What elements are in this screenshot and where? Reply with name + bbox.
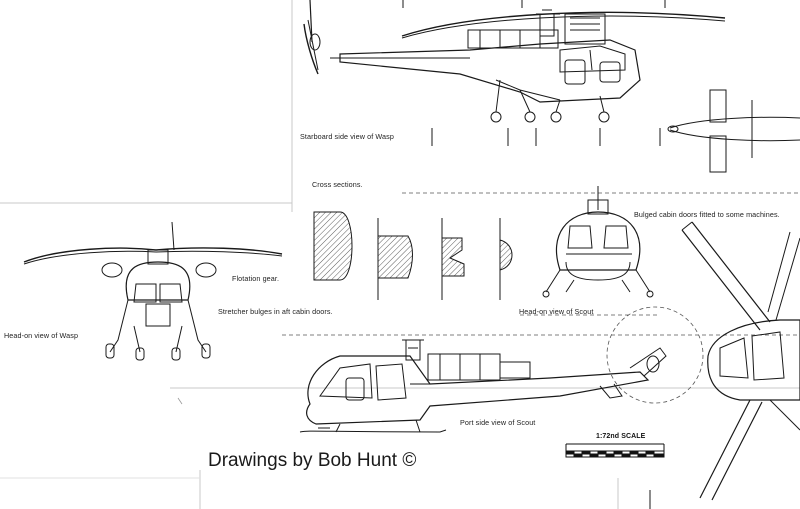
- dashed-lines: [282, 192, 800, 404]
- corner-mark: [177, 397, 183, 405]
- label-head-on-scout: Head-on view of Scout: [519, 307, 594, 316]
- right-partial-view: [649, 221, 800, 509]
- label-scale: 1:72nd SCALE: [596, 433, 646, 440]
- label-starboard-wasp: Starboard side view of Wasp: [300, 132, 394, 141]
- wasp-side-view: [303, 0, 726, 146]
- label-stretcher: Stretcher bulges in aft cabin doors.: [218, 307, 333, 316]
- label-cross-sections: Cross sections.: [312, 180, 363, 189]
- scale-bar: [565, 443, 665, 458]
- wasp-head-on-view: [23, 221, 283, 361]
- scout-side-view: [299, 339, 667, 433]
- cross-sections: [313, 211, 513, 300]
- label-bulged-doors: Bulged cabin doors fitted to some machin…: [634, 210, 780, 219]
- credit-text: Drawings by Bob Hunt ©: [208, 450, 417, 471]
- label-port-scout: Port side view of Scout: [460, 418, 536, 427]
- wasp-top-view-partial: [667, 89, 800, 173]
- label-flotation: Flotation gear.: [232, 274, 280, 283]
- label-head-on-wasp: Head-on view of Wasp: [4, 331, 79, 340]
- scout-head-on-view: [542, 186, 654, 298]
